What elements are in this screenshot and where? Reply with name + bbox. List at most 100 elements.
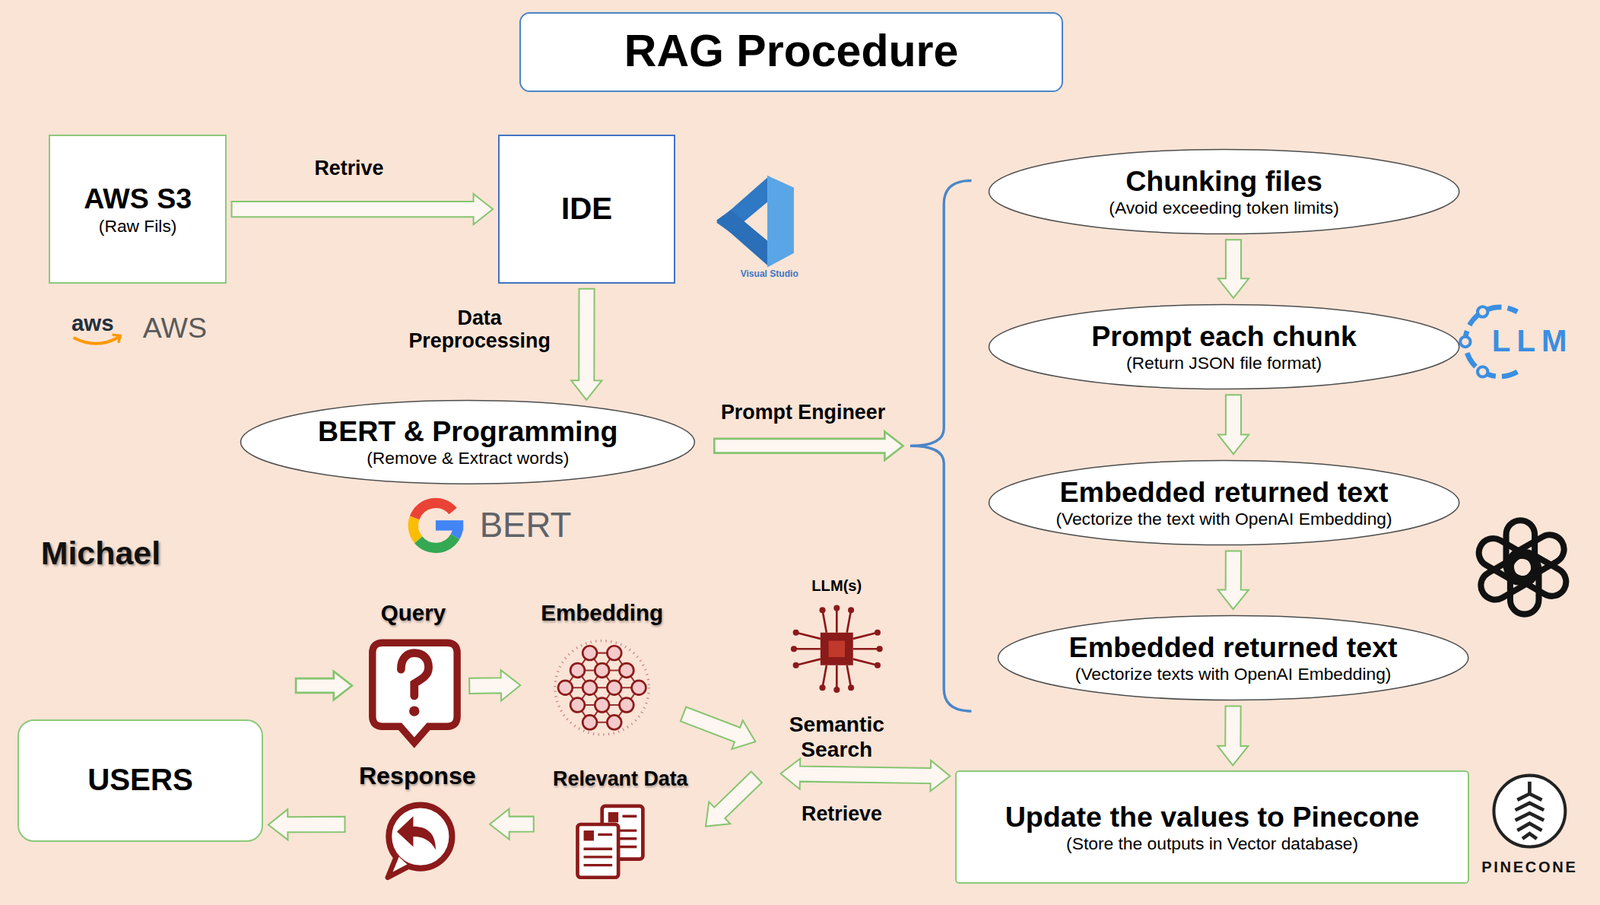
network-node	[582, 645, 597, 661]
chip-core	[828, 641, 845, 658]
flow-arrow	[1217, 705, 1248, 766]
network-links	[565, 653, 639, 723]
flow-arrow	[469, 669, 521, 701]
query-icon-art	[372, 642, 458, 743]
oval-shape	[988, 304, 1459, 389]
chip-pins	[793, 608, 880, 690]
arrow-label: Prompt Engineer	[720, 400, 886, 425]
flow-arrow	[489, 809, 534, 840]
openai-logo	[1473, 520, 1572, 614]
logo-wordmark: AWS	[142, 311, 207, 345]
pin-end	[847, 684, 854, 691]
flow-arrow	[705, 771, 762, 827]
logo-arc	[412, 517, 419, 540]
network-node	[606, 714, 622, 730]
logo-smile-tip	[112, 334, 121, 343]
pin-end	[833, 686, 840, 693]
flow-arrow	[1218, 394, 1249, 454]
node-title: LLM(s)	[811, 577, 862, 595]
edge-label: Data Preprocessing	[403, 306, 556, 354]
reply-arrow	[396, 815, 436, 850]
process-oval: Embedded returned text(Vectorize texts w…	[996, 614, 1470, 702]
logo-cone	[1515, 781, 1545, 839]
halo	[555, 641, 649, 735]
users-box: USERS	[17, 719, 264, 842]
oval-shape	[241, 400, 696, 484]
embedding-icon-node: Embedding	[525, 597, 679, 741]
node-subtitle: (Remove & Extract words)	[366, 447, 569, 468]
documents-icon-art	[577, 806, 643, 878]
query-icon-node: Query	[361, 597, 464, 747]
network-node	[606, 680, 622, 696]
title-box: RAG Procedure	[519, 12, 1064, 93]
chip-body	[820, 632, 854, 666]
response-node: Response	[349, 760, 485, 886]
node-title: Embedded returned text	[1060, 476, 1389, 509]
process-oval: Chunking files(Avoid exceeding token lim…	[987, 148, 1461, 235]
aws-logo	[73, 334, 121, 344]
node-title: Relevant Data	[552, 767, 688, 791]
logo-wordmark: aws	[71, 310, 115, 337]
ide-box: IDE	[498, 134, 676, 284]
node-title: Query	[380, 600, 446, 626]
oval-shape	[988, 460, 1459, 545]
oval-shape	[988, 149, 1459, 234]
network-node	[582, 714, 597, 730]
node-title: Response	[358, 761, 477, 791]
database-box: Update the values to Pinecone(Store the …	[955, 770, 1470, 884]
network-node	[558, 680, 573, 696]
storage-box: AWS S3(Raw Fils)	[48, 134, 226, 284]
logo-circle	[1493, 775, 1566, 848]
chip-pin-ends	[790, 605, 883, 693]
edge-label: Retrieve	[801, 802, 883, 826]
logo-bar	[435, 520, 464, 531]
network-node	[594, 663, 610, 678]
node-title: IDE	[561, 191, 613, 227]
pin-end	[793, 629, 800, 636]
network-node	[570, 698, 585, 713]
title-text: RAG Procedure	[624, 25, 959, 78]
flow-arrow	[1218, 239, 1249, 298]
pin-end	[819, 684, 826, 691]
logo-part	[716, 209, 768, 265]
flow-arrow	[1218, 551, 1249, 610]
node-subtitle: Semantic Search	[775, 711, 899, 762]
logo-part	[767, 175, 794, 268]
node-subtitle: (Vectorize the text with OpenAI Embeddin…	[1055, 508, 1392, 529]
network-node	[619, 663, 634, 678]
layout-arrow	[714, 431, 903, 461]
oval-shape	[997, 615, 1468, 700]
author-name: Michael	[41, 534, 161, 572]
relevant-data-node: Relevant Data	[538, 765, 702, 883]
pinecone-logo	[1493, 775, 1566, 848]
logo-arc	[418, 536, 455, 549]
flow-arrow	[268, 809, 346, 840]
embedding-icon-art	[555, 641, 649, 735]
pin-end	[793, 662, 800, 669]
chip-icon-art	[790, 605, 883, 693]
pin-end	[874, 662, 881, 669]
logo-wordmark: LLM	[1492, 323, 1574, 359]
flow-arrow	[231, 193, 494, 225]
network-node	[631, 680, 647, 696]
node-title: Chunking files	[1125, 165, 1323, 198]
network-node	[606, 645, 622, 661]
semantic-search-node: LLM(s) Semantic Search	[760, 573, 914, 774]
vscode-logo	[716, 175, 794, 268]
node-title: Embedding	[540, 600, 664, 626]
document-tag	[608, 812, 619, 823]
pin-end	[790, 645, 797, 652]
pin-end	[847, 606, 854, 613]
network-nodes	[558, 645, 646, 730]
flow-arrow	[571, 288, 602, 400]
response-icon-art	[387, 805, 453, 878]
document-tag	[584, 830, 594, 841]
node-title: Embedded returned text	[1069, 631, 1398, 664]
node-subtitle: (Raw Fils)	[98, 215, 178, 236]
pin-end	[819, 606, 826, 613]
logo-wordmark: BERT	[479, 505, 572, 546]
question-dot	[409, 705, 420, 716]
speech-bubble	[372, 642, 458, 743]
flow-arrow	[680, 707, 756, 750]
